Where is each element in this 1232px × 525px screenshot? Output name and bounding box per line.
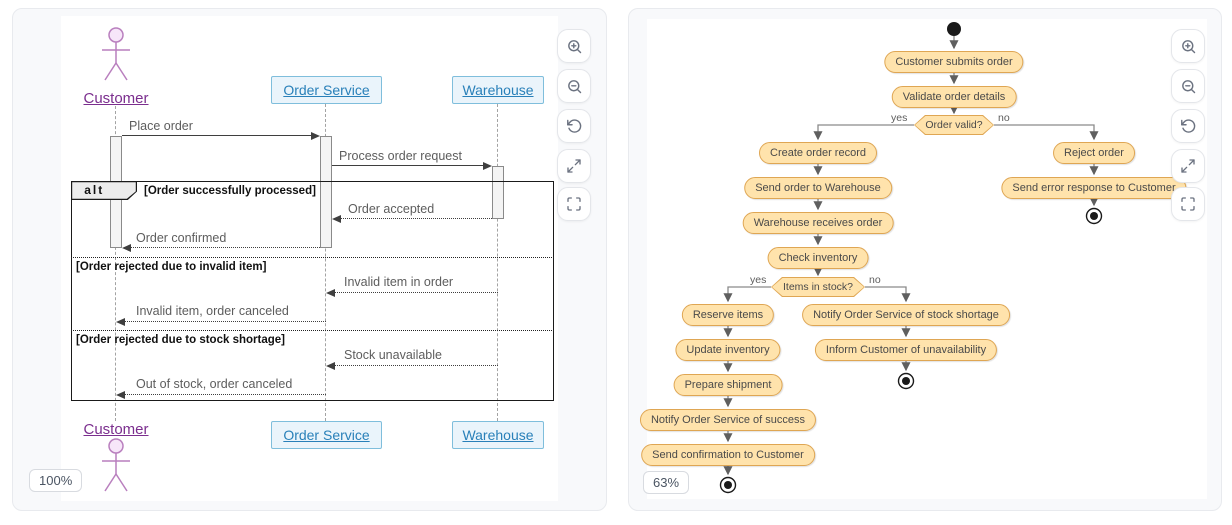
end-node	[719, 476, 737, 494]
zoom-in-icon	[567, 39, 581, 53]
activity-reject-order: Reject order	[1053, 142, 1135, 164]
activity-notify-order-service-of-stock-shortage: Notify Order Service of stock shortage	[802, 304, 1010, 326]
alt-operator-tab: alt	[71, 181, 137, 200]
participant-order-service: Order Service	[271, 76, 382, 104]
fit-to-screen-button[interactable]	[1171, 187, 1205, 221]
activity-update-inventory: Update inventory	[675, 339, 781, 361]
activity-notify-order-service-of-success: Notify Order Service of success	[639, 409, 817, 431]
alt-frame	[71, 181, 554, 401]
reset-view-button[interactable]	[1171, 109, 1205, 143]
message-out-of-stock-canceled: Out of stock, order canceled	[136, 377, 293, 391]
message-line	[332, 165, 484, 166]
activation-order-service	[320, 136, 332, 248]
activity-customer-submits-order: Customer submits order	[884, 51, 1024, 73]
activity-check-inventory: Check inventory	[767, 247, 869, 269]
arrowhead-icon	[326, 289, 335, 297]
activity-send-confirmation-to-customer: Send confirmation to Customer	[641, 444, 815, 466]
decision-items-in-stock-label: Items in stock?	[772, 278, 864, 296]
activity-connectors	[719, 22, 1103, 494]
end-node	[897, 372, 915, 390]
message-invalid-item-canceled: Invalid item, order canceled	[136, 304, 289, 318]
zoom-in-button[interactable]	[1171, 29, 1205, 63]
lifeline-warehouse	[497, 104, 498, 421]
alt-divider	[71, 330, 554, 331]
arrowhead-icon	[326, 362, 335, 370]
guard-invalid-item: [Order rejected due to invalid item]	[76, 261, 267, 273]
fit-icon	[567, 197, 581, 211]
message-invalid-item-in-order: Invalid item in order	[344, 275, 454, 289]
alt-operator-label: alt	[72, 182, 136, 199]
message-line	[334, 292, 498, 293]
actor-customer-label-bottom: Customer	[83, 421, 149, 438]
participant-warehouse-bottom: Warehouse	[452, 421, 544, 449]
zoom-out-icon	[567, 79, 581, 93]
arrowhead-icon	[116, 318, 125, 326]
expand-button[interactable]	[557, 149, 591, 183]
alt-divider	[71, 257, 554, 258]
message-line	[340, 218, 492, 219]
message-process-order-request: Process order request	[339, 149, 462, 163]
message-place-order: Place order	[129, 119, 193, 133]
guard-stock-shortage: [Order rejected due to stock shortage]	[76, 334, 285, 346]
activity-inform-customer-of-unavailability: Inform Customer of unavailability	[814, 339, 998, 361]
arrowhead-icon	[332, 215, 341, 223]
expand-icon	[1181, 159, 1195, 173]
zoom-out-button[interactable]	[557, 69, 591, 103]
reset-icon	[1180, 118, 1195, 133]
activity-prepare-shipment: Prepare shipment	[673, 374, 783, 396]
zoom-level-badge: 100%	[29, 469, 83, 492]
arrowhead-icon	[122, 244, 131, 252]
zoom-in-button[interactable]	[557, 29, 591, 63]
message-line	[130, 247, 320, 248]
reset-view-button[interactable]	[557, 109, 591, 143]
zoom-in-icon	[1181, 39, 1195, 53]
arrowhead-icon	[116, 391, 125, 399]
branch-yes-label: yes	[750, 274, 767, 286]
customer-actor-icon	[102, 27, 130, 81]
fit-to-screen-button[interactable]	[557, 187, 591, 221]
message-line	[122, 135, 312, 136]
participant-order-service-bottom: Order Service	[271, 421, 382, 449]
activity-warehouse-receives-order: Warehouse receives order	[742, 212, 894, 234]
activation-warehouse	[492, 166, 504, 219]
actor-customer-label: Customer	[83, 90, 149, 107]
arrowhead-icon	[311, 132, 320, 140]
expand-button[interactable]	[1171, 149, 1205, 183]
sequence-diagram-panel: Customer Order Service Warehouse alt [Or…	[12, 8, 607, 511]
message-line	[334, 365, 498, 366]
message-line	[124, 321, 326, 322]
fit-icon	[1181, 197, 1195, 211]
customer-actor-icon	[102, 438, 130, 492]
start-node	[947, 22, 961, 36]
lifeline-order-service	[325, 104, 326, 421]
message-line	[124, 394, 326, 395]
message-order-confirmed: Order confirmed	[136, 231, 227, 245]
reset-icon	[566, 118, 581, 133]
activity-send-order-to-warehouse: Send order to Warehouse	[744, 177, 892, 199]
decision-items-in-stock: Items in stock?	[771, 277, 865, 297]
arrowhead-icon	[483, 162, 492, 170]
guard-success: [Order successfully processed]	[144, 185, 316, 197]
lifeline-customer	[115, 106, 116, 421]
zoom-level-badge: 63%	[643, 471, 690, 494]
decision-order-valid: Order valid?	[914, 115, 994, 135]
branch-no-label: no	[869, 274, 881, 286]
decision-order-valid-label: Order valid?	[915, 116, 993, 134]
zoom-out-icon	[1181, 79, 1195, 93]
branch-yes-label: yes	[891, 112, 908, 124]
activity-reserve-items: Reserve items	[681, 304, 775, 326]
zoom-out-button[interactable]	[1171, 69, 1205, 103]
activity-send-error-response-to-customer: Send error response to Customer	[1001, 177, 1187, 199]
message-stock-unavailable: Stock unavailable	[344, 348, 442, 362]
branch-no-label: no	[998, 112, 1010, 124]
expand-icon	[567, 159, 581, 173]
activity-create-order-record: Create order record	[759, 142, 877, 164]
end-node	[1085, 207, 1103, 225]
activity-diagram-panel: Customer submits order Validate order de…	[628, 8, 1222, 511]
message-order-accepted: Order accepted	[348, 202, 435, 216]
participant-warehouse: Warehouse	[452, 76, 544, 104]
activity-validate-order-details: Validate order details	[891, 86, 1017, 108]
